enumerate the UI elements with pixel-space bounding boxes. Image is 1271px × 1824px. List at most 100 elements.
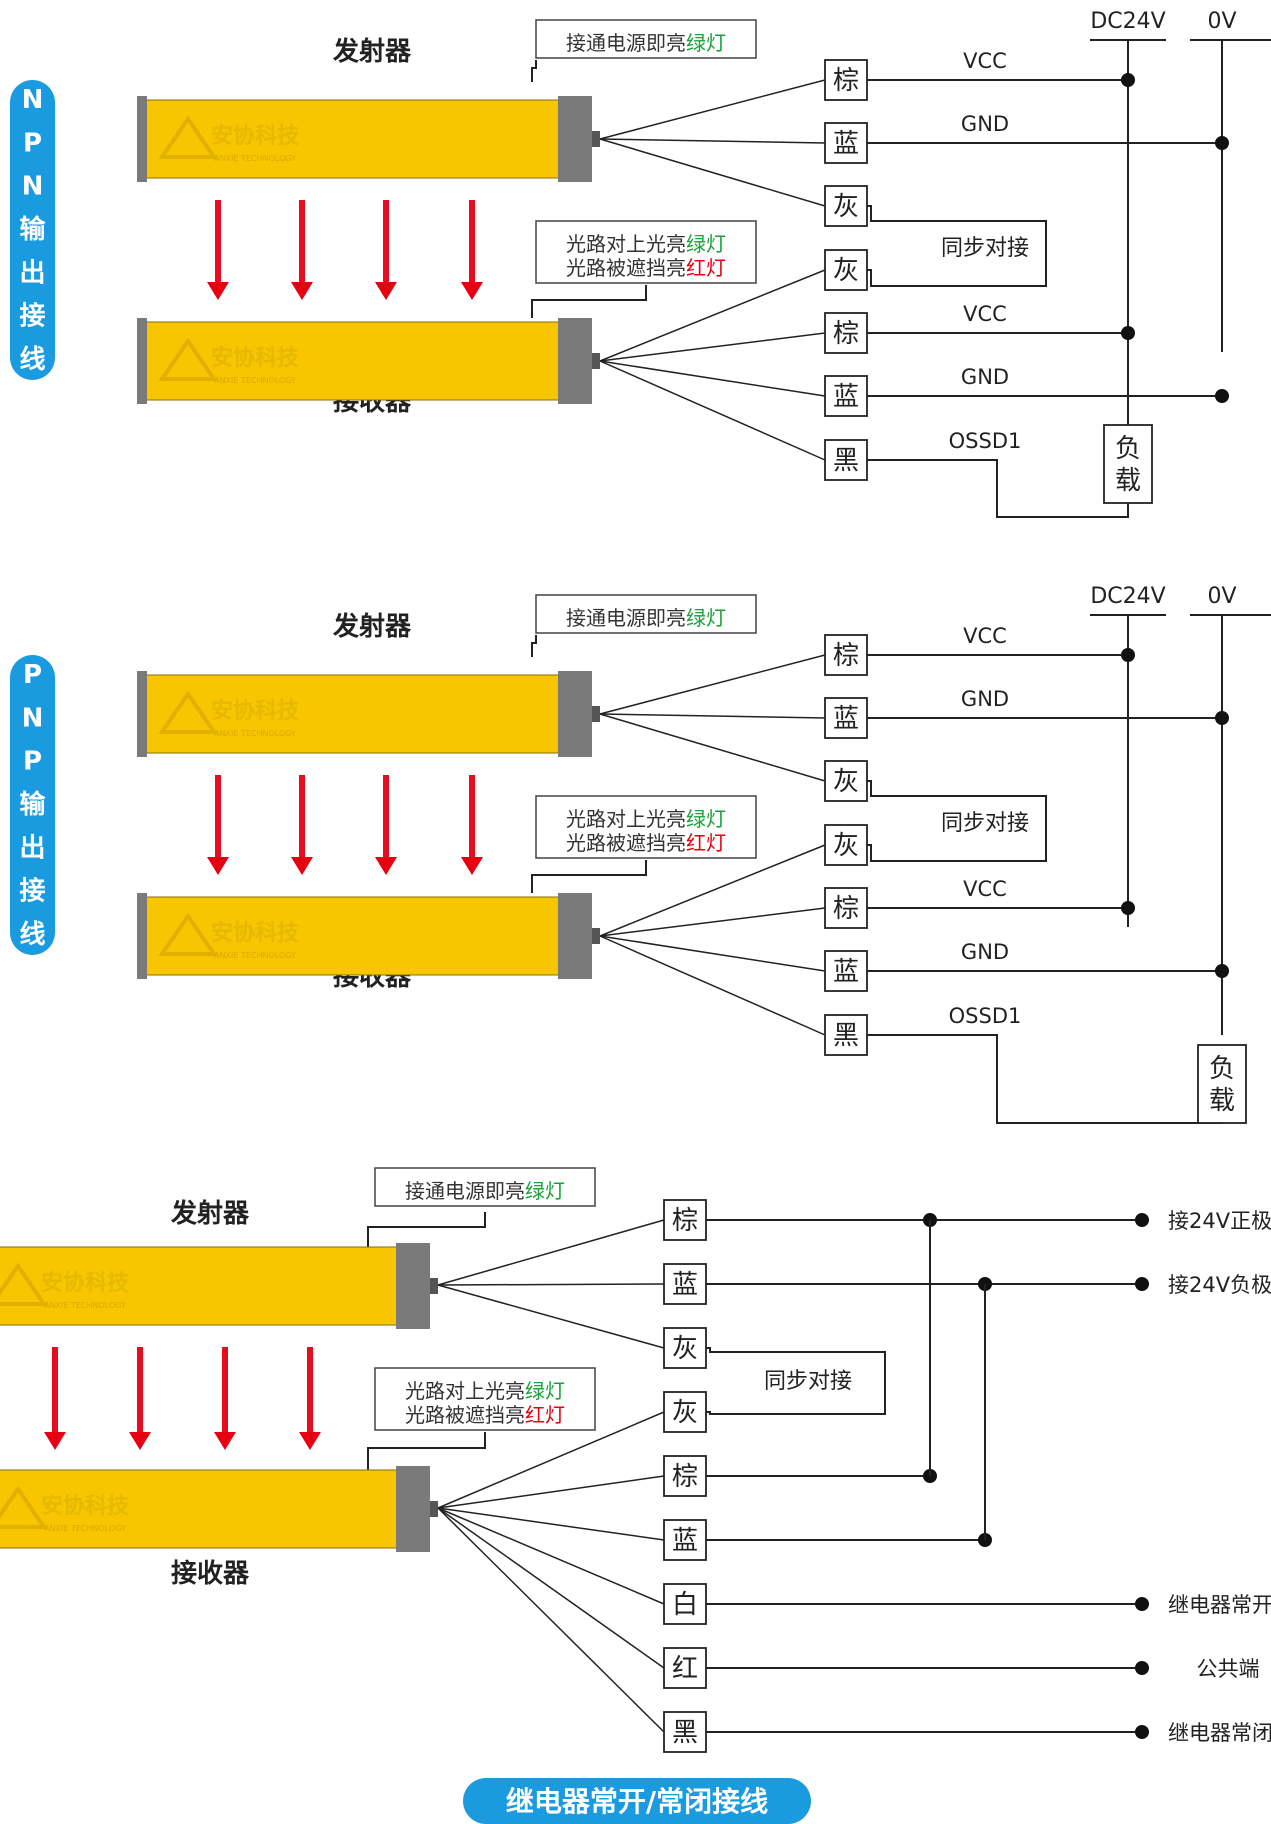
s1-receiver-note-text: 光路对上光亮 — [566, 807, 686, 831]
s1-wire-color-0: 棕 — [833, 641, 859, 671]
s2-emitter-bar-connector — [430, 1278, 438, 1294]
s2-sync-label: 同步对接 — [764, 1369, 852, 1394]
s0-receiver-note-text: 光路被遮挡亮 — [566, 256, 686, 280]
s0-wire-color-0: 棕 — [833, 66, 859, 96]
s0-receiver-bar-brand-cn: 安协科技 — [211, 345, 300, 371]
s1-emitter-bar-connector — [592, 706, 600, 722]
s0-receiver-wire-1 — [599, 332, 826, 362]
s0-emitter-note-box — [535, 19, 757, 59]
s0-side-label-char: 线 — [19, 345, 45, 375]
s0-emitter-bar-logo-icon — [158, 115, 218, 159]
s2-emitter-note-text: 接通电源即亮 — [405, 1179, 525, 1203]
s2-wire-color-2: 灰 — [672, 1334, 698, 1364]
s0-wire-color-0-box — [824, 59, 868, 101]
s0-ossd-line — [867, 459, 1129, 518]
s1-beam-arrow-3 — [461, 775, 483, 875]
s2-receiver-bar-end-cap-right — [396, 1466, 430, 1552]
s2-receiver-bar-brand-cn: 安协科技 — [41, 1493, 130, 1519]
s0-wire-color-6: 黑 — [833, 446, 859, 476]
s1-wire-color-3: 灰 — [833, 831, 859, 861]
s2-emitter-wire-1 — [437, 1283, 665, 1286]
s0-wire-color-4: 棕 — [833, 319, 859, 349]
s0-rail-0v: 0V — [1207, 9, 1236, 34]
s0-receiver-note-text: 光路对上光亮 — [566, 232, 686, 256]
s1-emitter-bar-brand-cn: 安协科技 — [211, 698, 300, 724]
s1-load-label-0: 负 — [1209, 1054, 1235, 1084]
s2-wire-color-8: 黑 — [672, 1718, 698, 1748]
s1-receiver-bar-connector — [592, 928, 600, 944]
s1-rail-dc24v: DC24V — [1090, 584, 1165, 609]
s0-receiver-note-box — [535, 220, 757, 284]
s0-emitter-bar-connector — [592, 131, 600, 147]
s2-terminal-label-7: 公共端 — [1197, 1657, 1260, 1681]
s2-wire-color-7: 红 — [672, 1654, 698, 1684]
s0-side-label-char: 出 — [19, 258, 45, 288]
s1-receiver-note-box — [535, 795, 757, 859]
s2-terminal-label-8: 继电器常闭 — [1168, 1721, 1271, 1745]
s1-junction-1 — [1215, 711, 1229, 725]
s1-receiver-bar-end-cap-left — [137, 893, 147, 979]
s1-emitter-note-text-0: 接通电源即亮绿灯 — [566, 606, 726, 630]
s1-rail-0v: 0V — [1207, 584, 1236, 609]
s0-wire-color-2: 灰 — [833, 192, 859, 222]
s0-receiver-wire-3 — [599, 360, 826, 461]
s1-junction-5 — [1215, 964, 1229, 978]
s0-wire-color-5: 蓝 — [833, 382, 859, 412]
s2-wire-color-6: 白 — [672, 1590, 698, 1620]
s1-emitter-bar-end-cap-left — [137, 671, 147, 757]
s2-terminal-label-6: 继电器常开 — [1168, 1593, 1271, 1617]
s0-side-label-char: P — [23, 128, 42, 158]
s1-wire-color-1-box — [824, 697, 868, 739]
s2-wire-color-5: 蓝 — [672, 1526, 698, 1556]
s1-receiver-bar-end-cap-right — [558, 893, 592, 979]
s0-junction-1 — [1215, 136, 1229, 150]
s2-receiver-note-text: 光路对上光亮 — [405, 1379, 525, 1403]
s1-side-label-char: 接 — [19, 877, 45, 907]
s0-emitter-bar-brand-cn: 安协科技 — [211, 123, 300, 149]
s2-emitter-bar-logo-icon — [0, 1262, 48, 1306]
s0-side-label-char: 接 — [19, 302, 45, 332]
s2-receiver-bar-connector — [430, 1501, 438, 1517]
s2-terminal-label-0: 接24V正极 — [1168, 1209, 1271, 1233]
s0-side-label-char: N — [22, 85, 44, 115]
s2-receiver-note-light-text: 绿灯 — [525, 1379, 565, 1403]
s0-wire-color-3: 灰 — [833, 256, 859, 286]
s0-signal-0: VCC — [963, 49, 1007, 73]
s0-emitter-bar-body — [139, 99, 589, 179]
s1-receiver-bar-body — [139, 896, 589, 976]
s2-receiver-note-leader — [367, 1432, 486, 1470]
s0-wire-color-1: 蓝 — [833, 129, 859, 159]
s2-terminal-1 — [1135, 1277, 1149, 1291]
s2-receiver-wire-2 — [437, 1507, 665, 1541]
s0-receiver-bar-end-cap-right — [558, 318, 592, 404]
s0-beam-arrow-2 — [375, 200, 397, 300]
s0-junction-5 — [1215, 389, 1229, 403]
s1-receiver-note-text-1: 光路被遮挡亮红灯 — [566, 831, 726, 855]
s0-signal-5: GND — [961, 365, 1009, 389]
s2-emitter-wire-2 — [437, 1284, 665, 1349]
s1-side-label-char: 输 — [19, 789, 46, 820]
s1-emitter-bar-end-cap-right — [558, 671, 592, 757]
s0-beam-arrow-1 — [291, 200, 313, 300]
s1-receiver-note-light-text: 红灯 — [686, 831, 726, 855]
s0-side-label-char: 输 — [19, 214, 46, 245]
s2-receiver-wire-4 — [437, 1507, 665, 1669]
s0-beam-arrow-0 — [207, 200, 229, 300]
s0-emitter-wire-0 — [599, 79, 826, 140]
s1-wire-color-6: 黑 — [833, 1021, 859, 1051]
s0-beam-arrow-3 — [461, 200, 483, 300]
s0-signal-4: VCC — [963, 302, 1007, 326]
s2-beam-arrow-2 — [214, 1347, 236, 1450]
s1-wire-color-5-box — [824, 950, 868, 992]
s1-side-label-char: P — [23, 747, 42, 777]
s2-emitter-wire-0 — [437, 1219, 665, 1286]
s0-sync-label: 同步对接 — [941, 236, 1029, 261]
s2-sync-loop — [706, 1347, 886, 1415]
s0-receiver-bar-connector — [592, 353, 600, 369]
s2-wire-color-6-box — [663, 1583, 707, 1625]
s1-emitter-wire-1 — [599, 713, 826, 719]
s0-receiver-note-leader — [531, 285, 647, 318]
s1-sync-label: 同步对接 — [941, 811, 1029, 836]
s2-receiver-note-text: 光路被遮挡亮 — [405, 1403, 525, 1427]
s1-receiver-note-leader — [531, 860, 647, 893]
